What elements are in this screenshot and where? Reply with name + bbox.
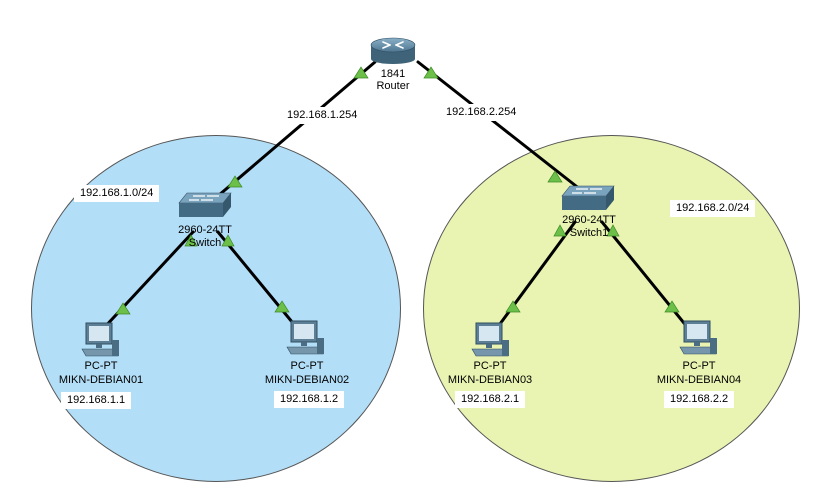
link-status-indicator bbox=[115, 302, 131, 315]
link-status-indicator bbox=[274, 300, 290, 313]
pc-4-ip-label: 192.168.2.2 bbox=[664, 391, 735, 408]
link-status-indicator bbox=[606, 224, 620, 237]
pc-3-type-label: PC-PT bbox=[473, 360, 507, 372]
link-status-indicator bbox=[227, 175, 243, 188]
pc-2-type-label: PC-PT bbox=[290, 360, 324, 372]
switch-2-name-label: Switch1 bbox=[569, 227, 609, 239]
network-label-2: 192.168.2.0/24 bbox=[670, 200, 756, 217]
pc-device-2[interactable] bbox=[285, 320, 327, 361]
router-model-label: 1841 bbox=[380, 68, 406, 80]
link-status-indicator bbox=[553, 224, 567, 237]
pc-icon bbox=[286, 320, 324, 355]
pc-4-name-label: MIKN-DEBIAN04 bbox=[656, 374, 742, 386]
link-status-indicator bbox=[423, 66, 439, 79]
switch-icon bbox=[178, 192, 232, 217]
link-status-indicator bbox=[353, 66, 369, 79]
link-router-switch1[interactable] bbox=[416, 60, 592, 199]
pc-3-ip-label: 192.168.2.1 bbox=[455, 391, 526, 408]
router-icon bbox=[370, 37, 416, 64]
link-switch-pc1[interactable] bbox=[100, 230, 195, 332]
switch-1-model-label: 2960-24TT bbox=[178, 224, 232, 236]
pc-icon bbox=[471, 322, 509, 357]
pc-device-1[interactable] bbox=[80, 322, 122, 363]
link-status-indicator bbox=[505, 300, 521, 313]
router-interface-ip-1: 192.168.1.254 bbox=[281, 107, 364, 124]
switch-device-2[interactable] bbox=[560, 184, 616, 219]
switch-2-model-label: 2960-24TT bbox=[562, 214, 616, 226]
link-status-indicator bbox=[221, 234, 235, 247]
pc-3-name-label: MIKN-DEBIAN03 bbox=[447, 374, 533, 386]
router-name-label: Router bbox=[376, 80, 410, 92]
pc-4-type-label: PC-PT bbox=[682, 360, 716, 372]
pc-1-name-label: MIKN-DEBIAN01 bbox=[58, 374, 144, 386]
switch-icon bbox=[561, 185, 615, 210]
pc-device-4[interactable] bbox=[678, 320, 720, 361]
pc-device-3[interactable] bbox=[470, 322, 512, 363]
router-interface-ip-2: 192.168.2.254 bbox=[440, 104, 523, 121]
pc-2-ip-label: 192.168.1.2 bbox=[274, 391, 345, 408]
network-label-1: 192.168.1.0/24 bbox=[74, 185, 160, 202]
router-device[interactable] bbox=[369, 33, 417, 70]
link-status-indicator bbox=[184, 234, 198, 247]
link-status-indicator bbox=[664, 300, 680, 313]
switch-1-name-label: Switch bbox=[188, 237, 222, 249]
switch-device-1[interactable] bbox=[177, 191, 233, 226]
pc-1-ip-label: 192.168.1.1 bbox=[61, 392, 132, 409]
pc-icon bbox=[81, 322, 119, 357]
link-switch-pc2[interactable] bbox=[216, 230, 299, 330]
pc-icon bbox=[679, 320, 717, 355]
link-status-indicator bbox=[547, 170, 563, 183]
pc-2-name-label: MIKN-DEBIAN02 bbox=[264, 374, 350, 386]
pc-1-type-label: PC-PT bbox=[84, 360, 118, 372]
